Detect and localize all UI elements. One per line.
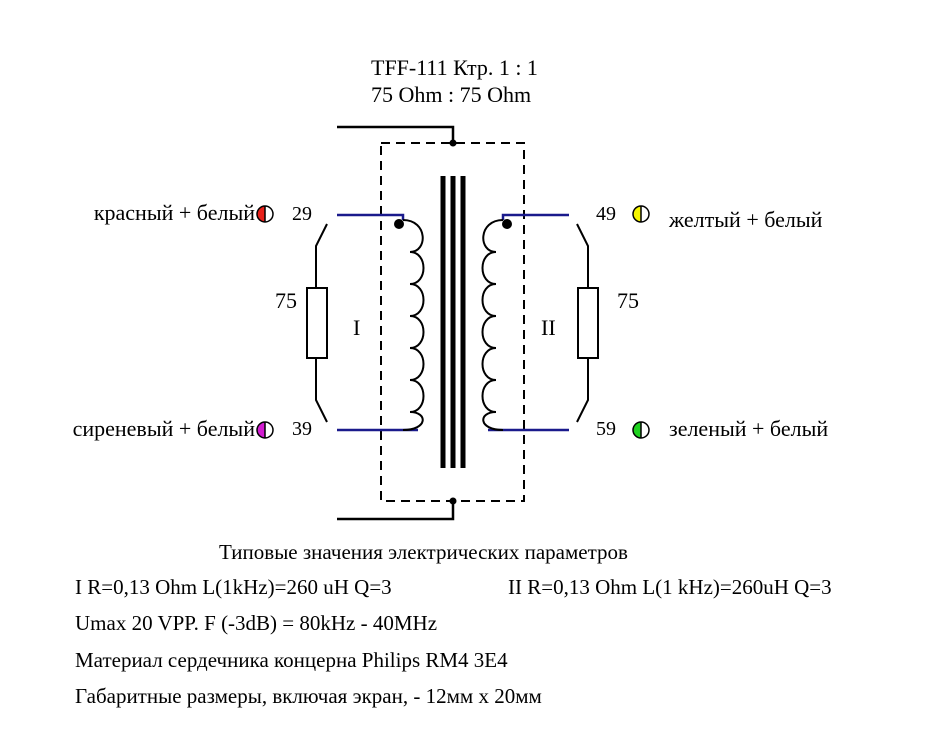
color-marker-39 bbox=[256, 421, 274, 439]
primary-polarity-dot bbox=[394, 219, 404, 229]
specs-title: Типовые значения электрических параметро… bbox=[219, 540, 628, 564]
right-resistor-wire-lower bbox=[576, 358, 589, 423]
primary-winding-label: I bbox=[353, 315, 361, 340]
pin-59-label: 59 bbox=[596, 418, 616, 440]
pin-29-label: 29 bbox=[292, 203, 312, 225]
specs-secondary: II R=0,13 Ohm L(1 kHz)=260uH Q=3 bbox=[508, 575, 832, 599]
pin-49-label: 49 bbox=[596, 203, 616, 225]
pin-39-label: 39 bbox=[292, 418, 312, 440]
secondary-lead-top bbox=[501, 213, 569, 220]
right-resistor-wire bbox=[576, 223, 589, 288]
left-resistor bbox=[306, 287, 328, 359]
secondary-coil bbox=[481, 219, 504, 431]
wire-color-49-label: желтый + белый bbox=[669, 207, 823, 232]
wire-color-39-label: сиреневый + белый bbox=[72, 416, 255, 441]
right-resistor-value: 75 bbox=[617, 288, 639, 313]
specs-core-material: Материал сердечника концерна Philips RM4… bbox=[75, 648, 508, 672]
wire-color-29-label: красный + белый bbox=[93, 200, 255, 225]
color-marker-29 bbox=[256, 205, 274, 223]
shield-lead-top bbox=[337, 125, 455, 143]
color-marker-59 bbox=[632, 421, 650, 439]
right-resistor bbox=[577, 287, 599, 359]
wire-color-59-label: зеленый + белый bbox=[669, 416, 829, 441]
secondary-polarity-dot bbox=[502, 219, 512, 229]
shield-lead-bottom bbox=[337, 501, 455, 521]
impedance-label: 75 Ohm : 75 Ohm bbox=[371, 82, 532, 107]
color-marker-49 bbox=[632, 205, 650, 223]
left-resistor-value: 75 bbox=[275, 288, 297, 313]
specs-dimensions: Габаритные размеры, включая экран, - 12м… bbox=[75, 684, 542, 708]
part-number-ratio: TFF-111 Ктр. 1 : 1 bbox=[371, 55, 538, 80]
primary-coil bbox=[402, 219, 425, 431]
secondary-winding-label: II bbox=[541, 315, 556, 340]
left-resistor-wire-lower bbox=[315, 358, 328, 423]
shield-junction-top bbox=[449, 139, 457, 147]
specs-primary: I R=0,13 Ohm L(1kHz)=260 uH Q=3 bbox=[75, 575, 392, 599]
left-resistor-wire bbox=[315, 223, 328, 288]
specs-voltage-bandwidth: Umax 20 VPP. F (-3dB) = 80kHz - 40MHz bbox=[75, 611, 438, 635]
shield-junction-bottom bbox=[449, 497, 457, 505]
primary-lead-top bbox=[337, 213, 405, 220]
